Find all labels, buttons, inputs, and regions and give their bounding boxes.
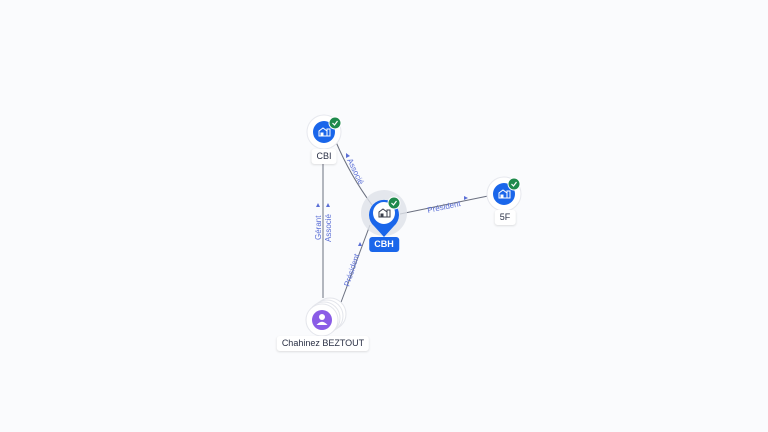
building-icon	[318, 127, 331, 137]
building-icon	[378, 208, 391, 218]
user-icon	[316, 314, 328, 325]
building-icon	[498, 189, 511, 199]
node-5f[interactable]	[486, 176, 522, 212]
node-label-person[interactable]: Chahinez BEZTOUT	[276, 336, 370, 351]
edge-label-associe-cbi-cbh: Associé	[345, 157, 366, 187]
verified-badge-icon	[328, 116, 342, 130]
arrow-icon	[358, 242, 362, 246]
node-label-cbi[interactable]: CBI	[311, 149, 337, 164]
edge-label-president-cbh-5f: Président	[427, 199, 463, 215]
node-cbi[interactable]	[306, 114, 342, 150]
arrow-icon	[316, 203, 320, 207]
edge-label-president-person-cbh: Président	[342, 252, 361, 288]
node-cbh[interactable]	[361, 190, 407, 237]
node-label-cbh[interactable]: CBH	[369, 237, 399, 252]
verified-badge-icon	[507, 177, 521, 191]
edge-person-cbh[interactable]	[339, 224, 371, 306]
edge-arrows	[316, 153, 468, 246]
arrow-icon	[346, 153, 350, 158]
node-label-5f[interactable]: 5F	[494, 210, 516, 225]
edge-cbh-5f[interactable]	[399, 195, 489, 215]
node-person[interactable]	[305, 297, 347, 337]
arrow-icon	[326, 203, 330, 207]
edge-label-gerant: Gérant	[314, 215, 323, 240]
arrow-icon	[464, 196, 468, 200]
edge-label-associe-person-cbi: Associé	[324, 213, 333, 242]
verified-badge-icon	[387, 196, 401, 210]
